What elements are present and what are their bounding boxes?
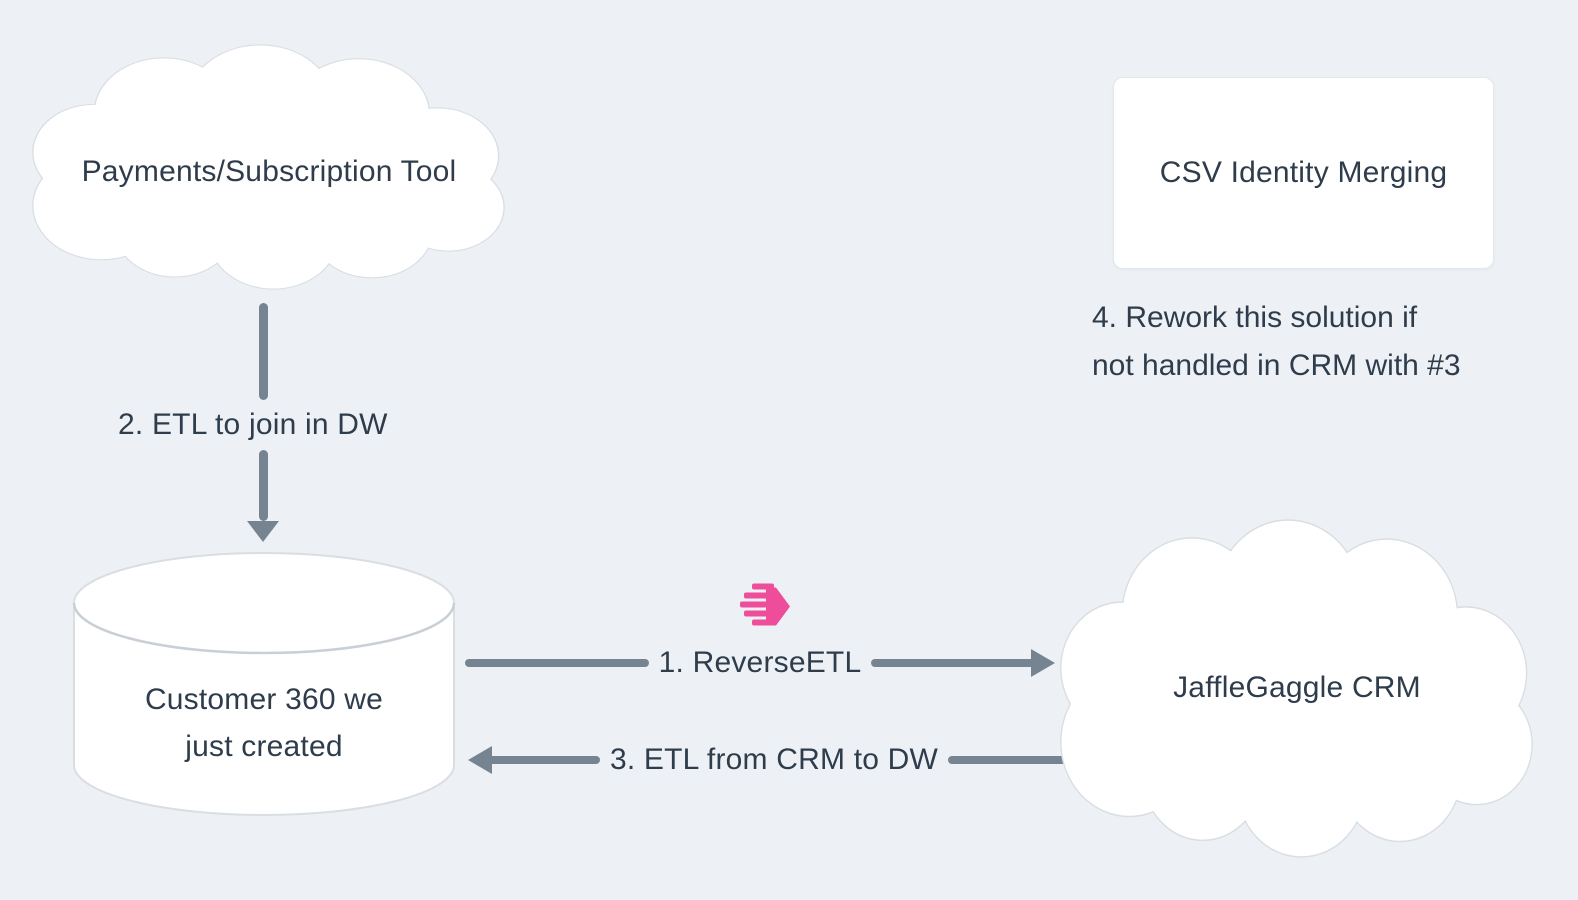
csv-identity-merging-label: CSV Identity Merging <box>1159 156 1448 189</box>
payments-cloud-label: Payments/Subscription Tool <box>81 155 457 188</box>
reverse-etl-arrow-line-right <box>871 649 1055 677</box>
etl-to-join-arrowhead-down-icon <box>247 521 279 542</box>
reverse-etl-arrow-line-left <box>465 659 649 667</box>
etl-from-crm-arrow-label: 3. ETL from CRM to DW <box>609 743 939 776</box>
customer-360-label-line1: Customer 360 we <box>144 683 384 716</box>
crm-cloud-label: JaffleGaggle CRM <box>1173 671 1421 704</box>
reverse-etl-arrow-line <box>871 659 1035 667</box>
etl-from-crm-arrow-line-right <box>948 756 1080 764</box>
csv-identity-merging-card: CSV Identity Merging <box>1113 77 1494 269</box>
etl-to-join-arrow-segment-top <box>259 303 268 400</box>
rework-note: 4. Rework this solution if not handled i… <box>1092 294 1532 390</box>
rework-note-line1: 4. Rework this solution if <box>1092 301 1418 334</box>
reverse-etl-arrow-label: 1. ReverseETL <box>658 646 862 679</box>
customer-360-cylinder-shape <box>72 552 456 816</box>
etl-from-crm-arrow-line <box>488 756 600 764</box>
customer-360-label: Customer 360 we just created <box>71 676 457 770</box>
etl-from-crm-arrow: 3. ETL from CRM to DW <box>468 732 1080 788</box>
reverse-etl-arrowhead-right-icon <box>1031 649 1055 677</box>
etl-to-join-arrow-segment-bottom <box>259 450 268 521</box>
rework-note-line2: not handled in CRM with #3 <box>1092 349 1461 382</box>
etl-from-crm-arrow-line-left <box>468 746 600 774</box>
census-logo-icon <box>740 583 790 626</box>
reverse-etl-arrow: 1. ReverseETL <box>465 635 1055 691</box>
customer-360-label-line2: just created <box>185 730 343 763</box>
etl-to-join-arrow-label: 2. ETL to join in DW <box>118 408 388 441</box>
